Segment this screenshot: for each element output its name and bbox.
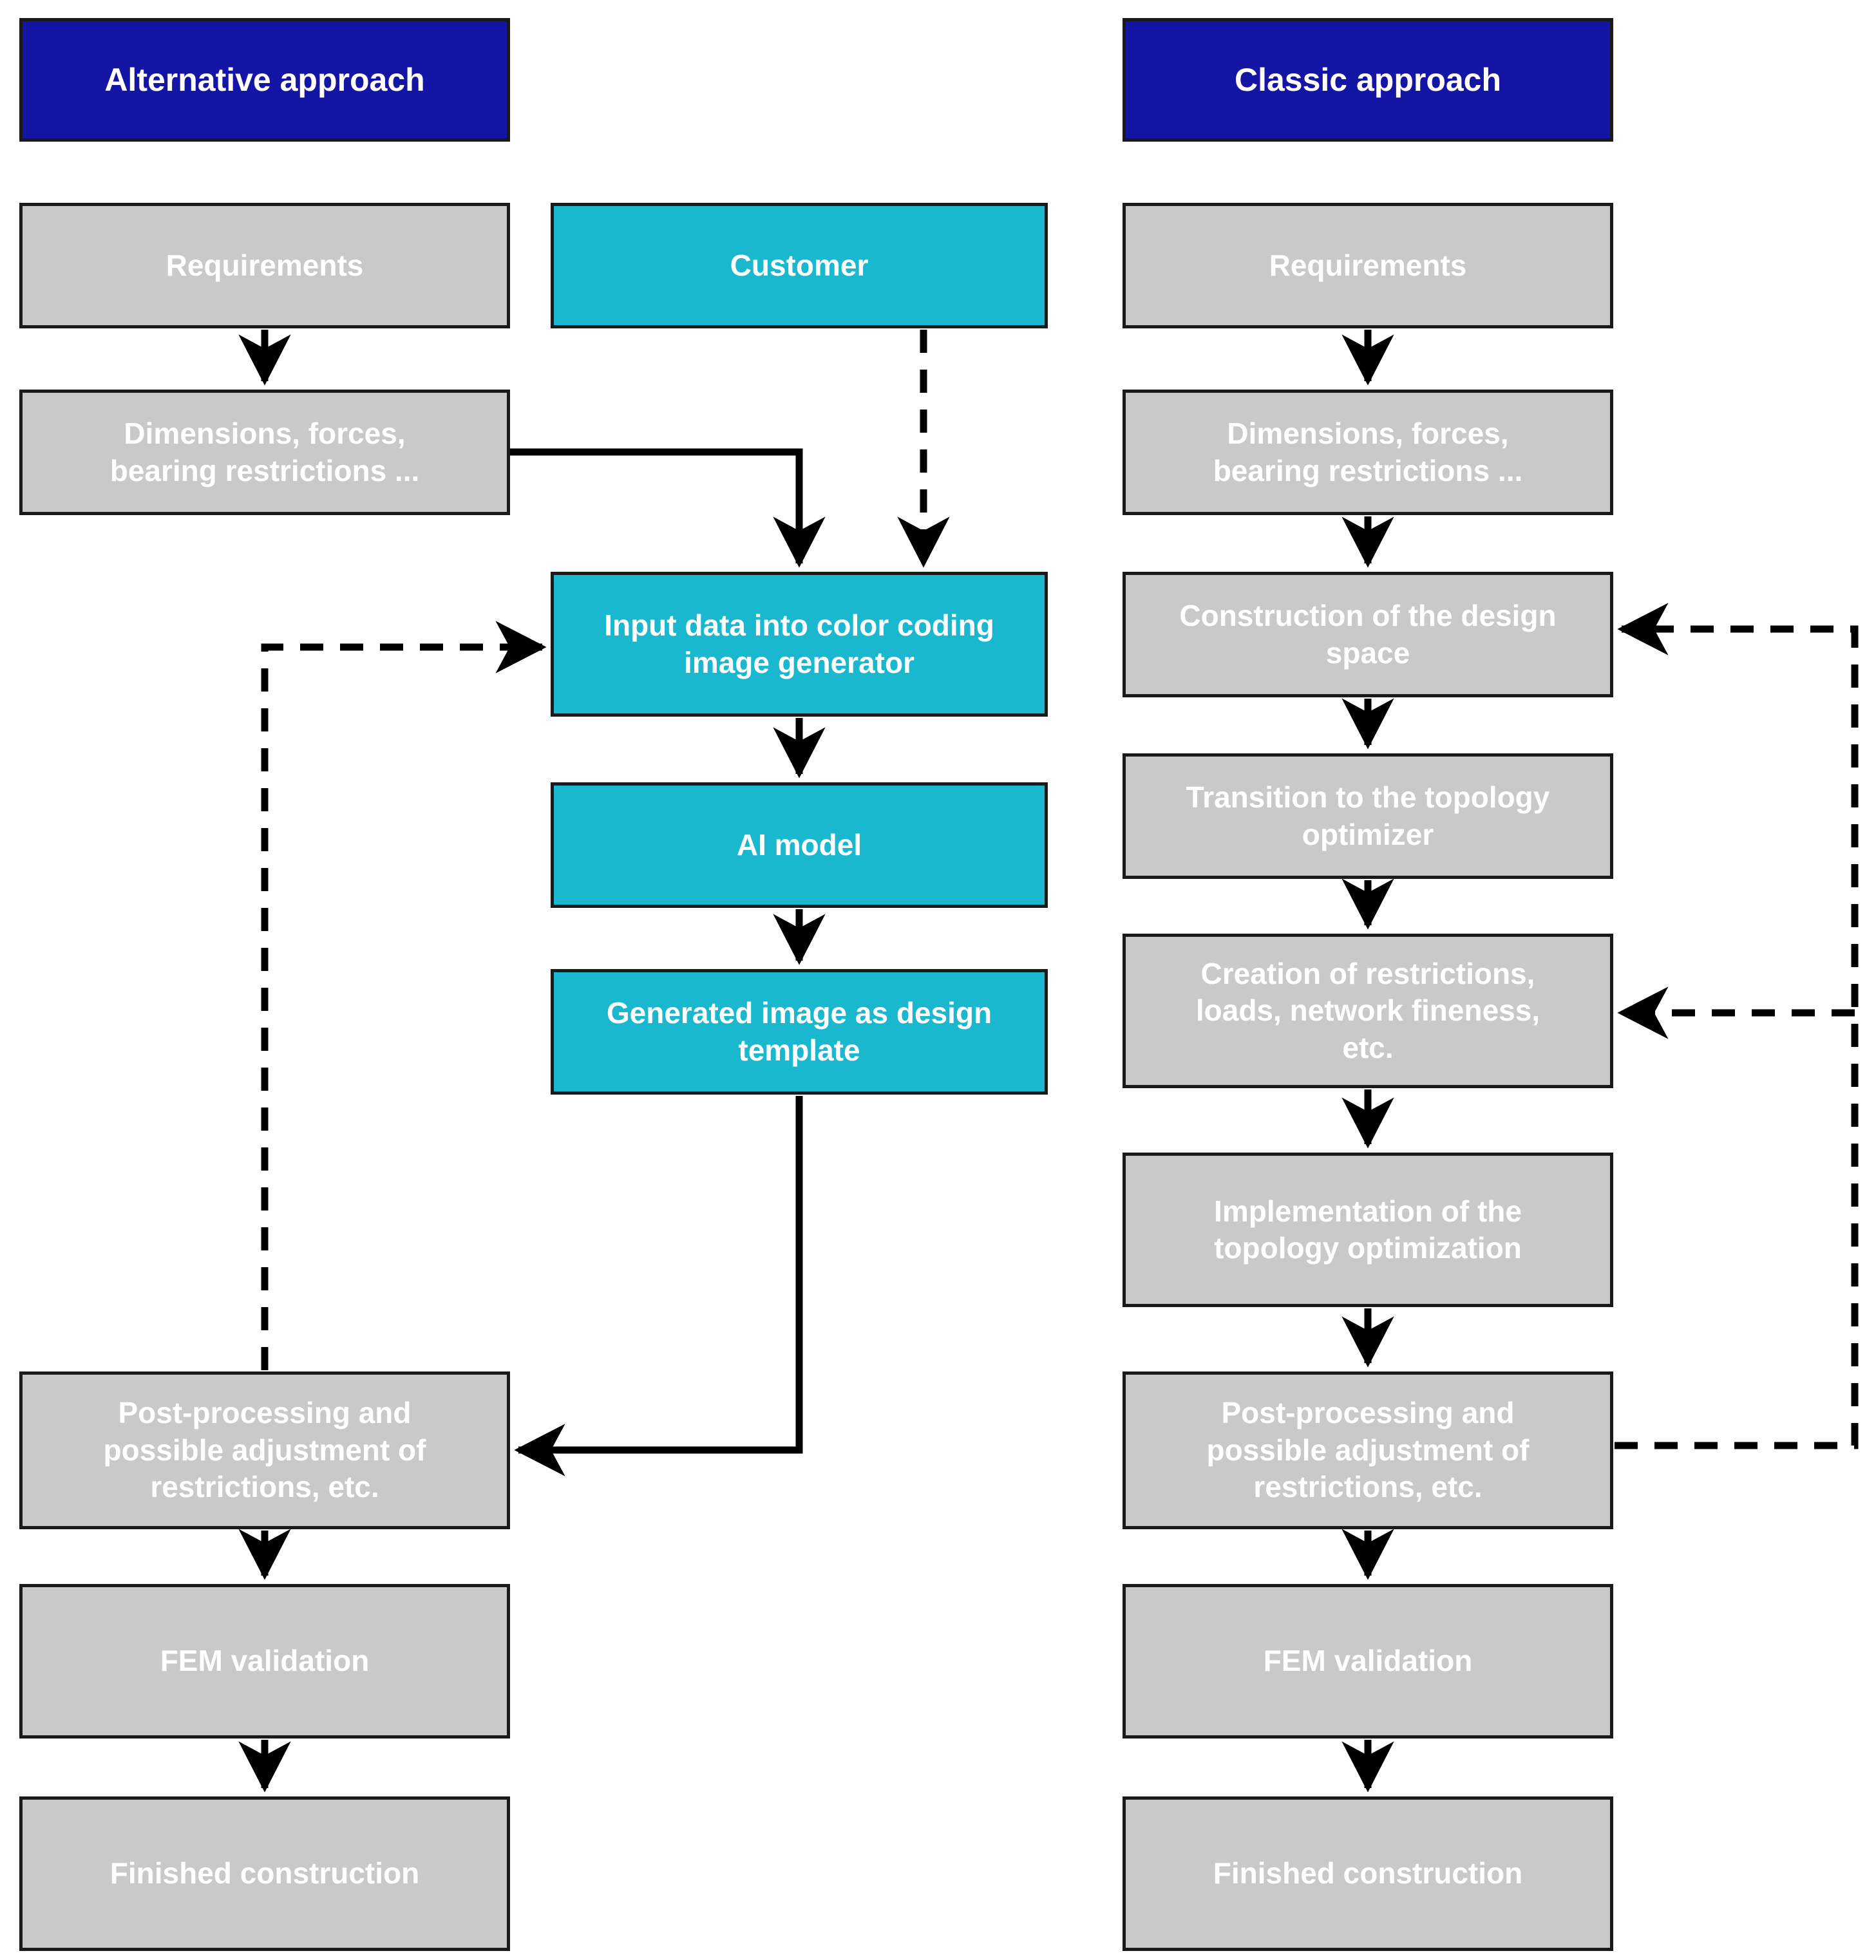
arrow-generated-image-to-postprocessing: [514, 1096, 803, 1476]
box-alt-fem-validation: FEM validation: [19, 1584, 510, 1739]
box-input-data-generator: Input data into color coding image gener…: [551, 572, 1048, 717]
box-alt-finished-construction: Finished construction: [19, 1796, 510, 1951]
box-generated-image: Generated image as design template: [551, 969, 1048, 1095]
dashed-arrow-postprocessing-to-input-data: [261, 621, 547, 1370]
box-classic-fem-validation: FEM validation: [1123, 1584, 1613, 1739]
dashed-arrow-postprocessing-to-construction: [1615, 603, 1859, 1449]
box-alt-requirements: Requirements: [19, 203, 510, 328]
box-transition-topology-optimizer: Transition to the topology optimizer: [1123, 753, 1613, 879]
box-customer: Customer: [551, 203, 1048, 328]
header-alternative-approach: Alternative approach: [19, 18, 510, 142]
arrow-dimensions-to-input-data: [510, 448, 826, 568]
header-classic-approach: Classic approach: [1123, 18, 1613, 142]
box-ai-model: AI model: [551, 782, 1048, 908]
box-classic-post-processing: Post-processing and possible adjustment …: [1123, 1371, 1613, 1529]
box-classic-dimensions: Dimensions, forces, bearing restrictions…: [1123, 390, 1613, 515]
box-implementation-topology-optimization: Implementation of the topology optimizat…: [1123, 1153, 1613, 1307]
box-classic-finished-construction: Finished construction: [1123, 1796, 1613, 1951]
box-classic-requirements: Requirements: [1123, 203, 1613, 328]
box-creation-restrictions: Creation of restrictions, loads, network…: [1123, 934, 1613, 1088]
box-alt-dimensions: Dimensions, forces, bearing restrictions…: [19, 390, 510, 515]
box-construction-design-space: Construction of the design space: [1123, 572, 1613, 697]
box-alt-post-processing: Post-processing and possible adjustment …: [19, 1371, 510, 1529]
